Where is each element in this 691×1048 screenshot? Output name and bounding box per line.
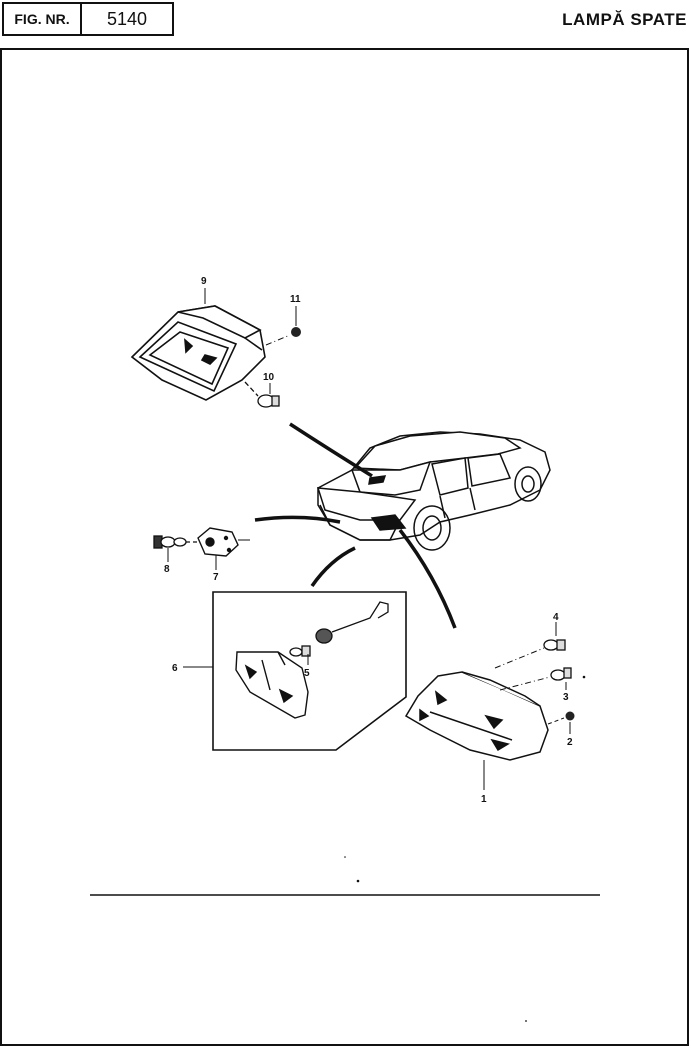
page-title: LAMPĂ SPATE (562, 10, 687, 29)
bulb-3 (499, 667, 572, 691)
drawing-frame (0, 48, 689, 1046)
figure-label: FIG. NR. (4, 4, 82, 34)
callout-1: 1 (481, 794, 487, 805)
callout-7: 7 (213, 572, 219, 583)
figure-number-box: FIG. NR. 5140 (2, 2, 174, 36)
license-lamp-housing-7 (197, 527, 250, 570)
pointer-arcs (254, 422, 457, 629)
callout-2: 2 (567, 737, 573, 748)
callout-8: 8 (164, 564, 170, 575)
nut-2 (547, 711, 575, 734)
car-illustration (316, 431, 551, 551)
bulb-socket-5 (289, 601, 389, 665)
detail-inset (212, 591, 407, 751)
speck (582, 675, 586, 679)
figure-number: 5140 (106, 8, 148, 29)
callout-11: 11 (290, 294, 301, 305)
speck (356, 879, 360, 883)
tail-lamp-1 (404, 671, 549, 761)
speck (344, 856, 346, 858)
speck (525, 1020, 527, 1022)
side-lamp-6 (235, 651, 309, 719)
bulb-socket-8 (153, 535, 198, 562)
callout-3: 3 (563, 692, 569, 703)
bulb-4 (494, 622, 566, 669)
high-stop-lamp-assembly (130, 305, 266, 401)
callout-10: 10 (263, 372, 275, 383)
callout-9: 9 (201, 276, 207, 287)
bulb-10 (244, 381, 280, 408)
callout-4: 4 (553, 612, 559, 623)
nut-11 (265, 306, 301, 346)
callout-6: 6 (172, 663, 178, 674)
callout-5: 5 (304, 668, 310, 679)
